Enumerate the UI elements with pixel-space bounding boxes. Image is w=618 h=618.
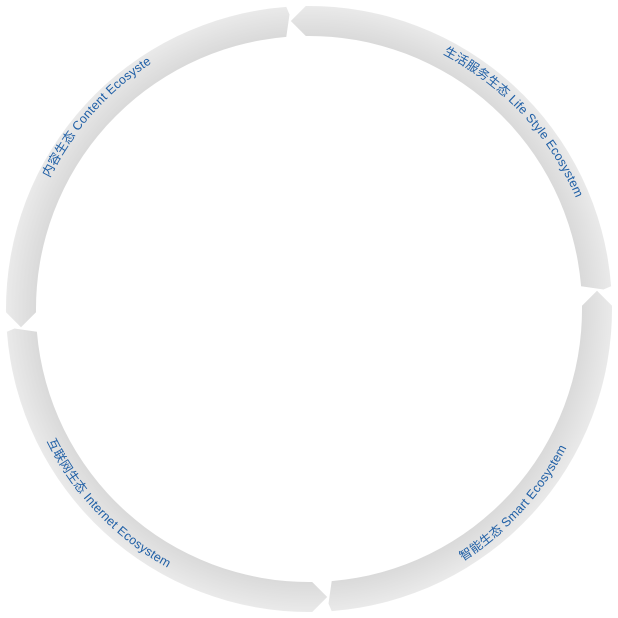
smart-ecosystem-arrow: [328, 290, 613, 612]
lifestyle-ecosystem-arrow: [290, 5, 612, 290]
internet-ecosystem-arrow: [6, 328, 328, 613]
content-ecosystem-arrow: [5, 6, 290, 328]
